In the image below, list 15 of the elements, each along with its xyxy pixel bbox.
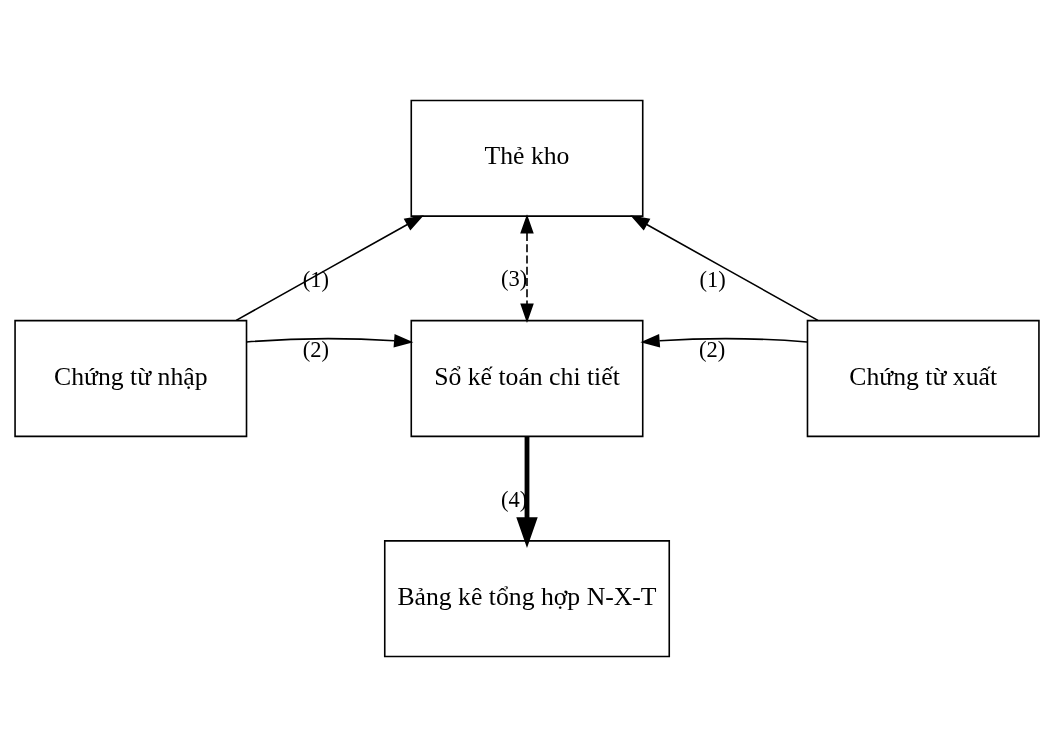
edge-label: (1) xyxy=(699,266,726,292)
node-box: Bảng kê tổng hợp N-X-T xyxy=(383,539,671,657)
node-box: Sổ kế toán chi tiết xyxy=(410,319,644,437)
edge-label: (2) xyxy=(302,336,329,362)
arrow xyxy=(235,214,424,321)
edge-label: (3) xyxy=(501,265,528,291)
edge-label: (2) xyxy=(699,336,726,362)
node-box: Thẻ kho xyxy=(410,99,644,217)
arrow xyxy=(520,213,534,323)
arrow xyxy=(245,333,414,347)
arrow xyxy=(516,436,538,548)
node-box: Chứng từ xuất xyxy=(806,319,1040,437)
arrow xyxy=(640,333,808,347)
arrow xyxy=(630,214,819,321)
node-box: Chứng từ nhập xyxy=(14,319,248,437)
